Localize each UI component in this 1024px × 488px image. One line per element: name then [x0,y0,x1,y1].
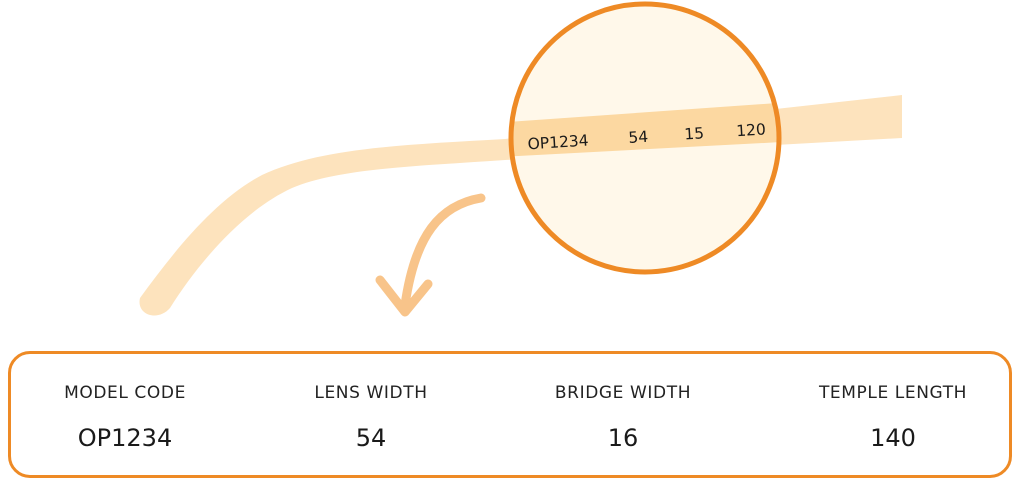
spec-value: 16 [607,424,639,452]
spec-bridge-width: BRIDGE WIDTH 16 [503,354,743,475]
spec-value: OP1234 [77,424,173,452]
spec-value: 54 [355,424,387,452]
curved-arrow-icon [375,193,486,317]
spec-label: TEMPLE LENGTH [818,383,968,403]
spec-value: 140 [870,424,916,452]
frame-specs-panel: MODEL CODE OP1234 LENS WIDTH 54 BRIDGE W… [8,351,1012,478]
magnifier-circle-icon: OP1234 54 15 120 [508,1,782,275]
spec-lens-width: LENS WIDTH 54 [251,354,491,475]
spec-label: BRIDGE WIDTH [554,383,692,403]
temple-marking-model: OP1234 [527,132,589,154]
temple-marking-bridge: 15 [684,124,705,143]
spec-model-code: MODEL CODE OP1234 [5,354,245,475]
temple-marking-temple: 120 [736,120,767,140]
spec-label: LENS WIDTH [314,383,428,403]
temple-marking-lens: 54 [628,128,649,147]
spec-label: MODEL CODE [64,383,186,403]
spec-temple-length: TEMPLE LENGTH 140 [773,354,1013,475]
magnified-temple-band [511,100,779,158]
